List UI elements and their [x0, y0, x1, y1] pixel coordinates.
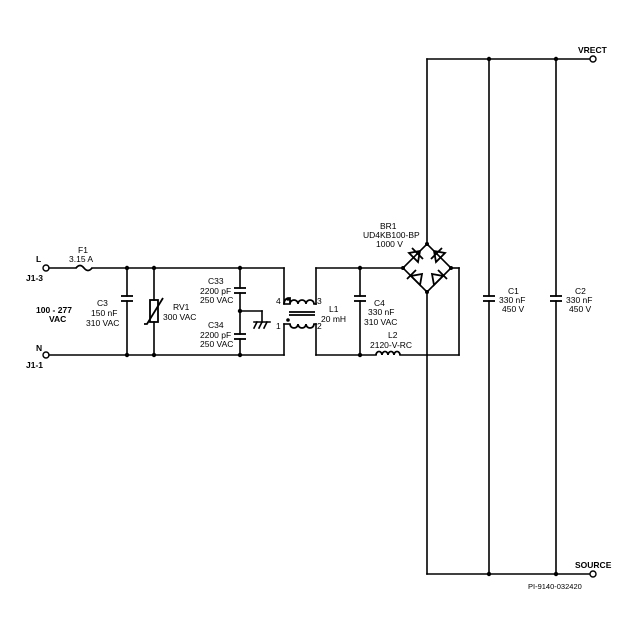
capacitor-c33: C33 2200 pF 250 VAC: [200, 276, 246, 305]
l1-pin-1: 1: [276, 321, 281, 331]
drawing-id: PI-9140-032420: [528, 582, 582, 591]
c1-ref: C1: [508, 286, 519, 296]
l2-ref: L2: [388, 330, 398, 340]
c33-rating: 250 VAC: [200, 295, 233, 305]
l1-value: 20 mH: [321, 314, 346, 324]
capacitor-c3: C3 150 nF 310 VAC: [86, 295, 133, 328]
terminal-n-label: N: [36, 343, 42, 353]
capacitor-c2: C2 330 nF 450 V: [550, 286, 592, 314]
l1-pin-4: 4: [276, 296, 281, 306]
input-voltage-label: 100 - 277: [36, 305, 72, 315]
terminal-source-label: SOURCE: [575, 560, 612, 570]
rv1-value: 300 VAC: [163, 312, 196, 322]
c4-rating: 310 VAC: [364, 317, 397, 327]
c3-ref: C3: [97, 298, 108, 308]
bridge-rectifier-br1: BR1 UD4KB100-BP 1000 V: [363, 221, 453, 294]
c34-value: 2200 pF: [200, 330, 231, 340]
inductor-l2: L2 2120-V-RC: [370, 330, 412, 356]
l1-pin-3: 3: [317, 296, 322, 306]
f1-ref: F1: [78, 245, 88, 255]
br1-value: UD4KB100-BP: [363, 230, 420, 240]
c34-ref: C34: [208, 320, 224, 330]
input-voltage-unit: VAC: [49, 314, 66, 324]
capacitor-c1: C1 330 nF 450 V: [483, 286, 525, 314]
chassis-ground-icon: [252, 320, 271, 330]
f1-value: 3.15 A: [69, 254, 93, 264]
c2-rating: 450 V: [569, 304, 592, 314]
l1-pin-2: 2: [317, 321, 322, 331]
terminal-vrect[interactable]: VRECT: [578, 45, 608, 63]
terminal-l-label: L: [36, 254, 41, 264]
c1-rating: 450 V: [502, 304, 525, 314]
terminal-source[interactable]: SOURCE: [575, 560, 612, 578]
c4-ref: C4: [374, 298, 385, 308]
c3-value: 150 nF: [91, 308, 117, 318]
rv1-ref: RV1: [173, 302, 190, 312]
br1-ref: BR1: [380, 221, 397, 231]
c33-ref: C33: [208, 276, 224, 286]
capacitor-c4: C4 330 nF 310 VAC: [354, 295, 397, 327]
wires-output: [426, 56, 591, 577]
c4-value: 330 nF: [368, 307, 394, 317]
c3-rating: 310 VAC: [86, 318, 119, 328]
terminal-l[interactable]: L J1-3: [26, 254, 50, 283]
choke-l1: 4 3 1 2 L1 20 mH: [276, 296, 346, 331]
fuse-f1: F1 3.15 A: [69, 245, 93, 272]
junction-dots: [124, 265, 363, 358]
terminal-n[interactable]: N J1-1: [26, 343, 50, 370]
l1-ref: L1: [329, 304, 339, 314]
varistor-rv1: RV1 300 VAC: [144, 297, 196, 325]
c2-value: 330 nF: [566, 295, 592, 305]
wires-input: [48, 267, 285, 356]
capacitor-c34: C34 2200 pF 250 VAC: [200, 320, 246, 349]
c34-rating: 250 VAC: [200, 339, 233, 349]
c2-ref: C2: [575, 286, 586, 296]
br1-rating: 1000 V: [376, 239, 403, 249]
terminal-vrect-label: VRECT: [578, 45, 608, 55]
l2-value: 2120-V-RC: [370, 340, 412, 350]
terminal-l-pin: J1-3: [26, 273, 43, 283]
c33-value: 2200 pF: [200, 286, 231, 296]
c1-value: 330 nF: [499, 295, 525, 305]
terminal-n-pin: J1-1: [26, 360, 43, 370]
